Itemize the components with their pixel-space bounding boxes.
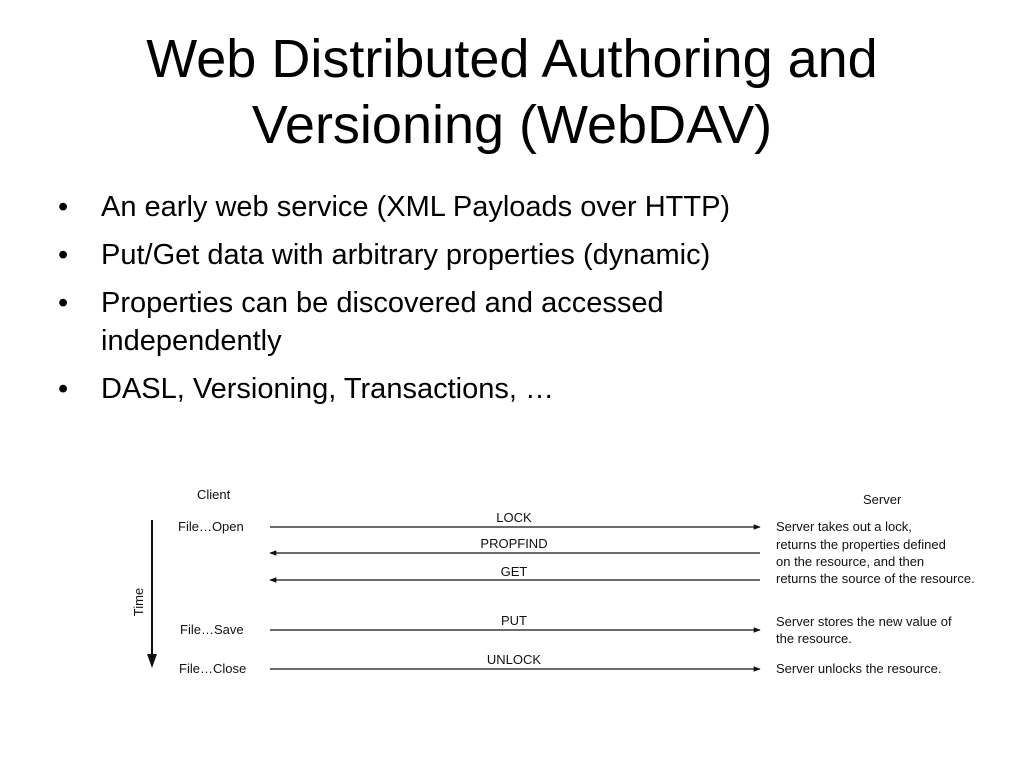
server-note-line: Server stores the new value of (776, 614, 952, 629)
bullet-item: • An early web service (XML Payloads ove… (56, 188, 956, 226)
bullet-list: • An early web service (XML Payloads ove… (56, 188, 956, 418)
get-message-label: GET (501, 564, 528, 579)
bullet-text: Put/Get data with arbitrary properties (… (101, 239, 711, 271)
bullet-text: Properties can be discovered and accesse… (101, 287, 664, 357)
bullet-text: An early web service (XML Payloads over … (101, 191, 731, 223)
client-action-close: File…Close (179, 661, 246, 676)
slide-title: Web Distributed Authoring and Versioning… (0, 26, 1024, 158)
server-note-close: Server unlocks the resource. (776, 661, 941, 676)
client-label: Client (197, 487, 231, 502)
server-note-line: on the resource, and then (776, 554, 924, 569)
server-note-save: Server stores the new value of the resou… (776, 614, 952, 646)
bullet-marker: • (58, 191, 69, 223)
server-note-open: Server takes out a lock, returns the pro… (776, 519, 975, 586)
unlock-message-label: UNLOCK (487, 652, 542, 667)
title-line-1: Web Distributed Authoring and (146, 29, 878, 89)
client-action-save: File…Save (180, 622, 244, 637)
server-note-line: Server unlocks the resource. (776, 661, 941, 676)
time-label: Time (131, 588, 146, 616)
time-arrow-head (147, 654, 157, 668)
propfind-message-label: PROPFIND (480, 536, 547, 551)
lock-message-label: LOCK (496, 510, 532, 525)
server-note-line: returns the source of the resource. (776, 571, 975, 586)
server-note-line: returns the properties defined (776, 537, 946, 552)
bullet-marker: • (58, 287, 69, 319)
bullet-text: DASL, Versioning, Transactions, … (101, 373, 554, 405)
server-label: Server (863, 492, 902, 507)
bullet-item: • DASL, Versioning, Transactions, … (56, 370, 956, 408)
title-line-2: Versioning (WebDAV) (251, 95, 773, 155)
client-action-open: File…Open (178, 519, 244, 534)
bullet-item: • Put/Get data with arbitrary properties… (56, 236, 956, 274)
bullet-item: • Properties can be discovered and acces… (56, 284, 801, 360)
bullet-marker: • (58, 373, 69, 405)
server-note-line: Server takes out a lock, (776, 519, 912, 534)
bullet-marker: • (58, 239, 69, 271)
put-message-label: PUT (501, 613, 527, 628)
server-note-line: the resource. (776, 631, 852, 646)
